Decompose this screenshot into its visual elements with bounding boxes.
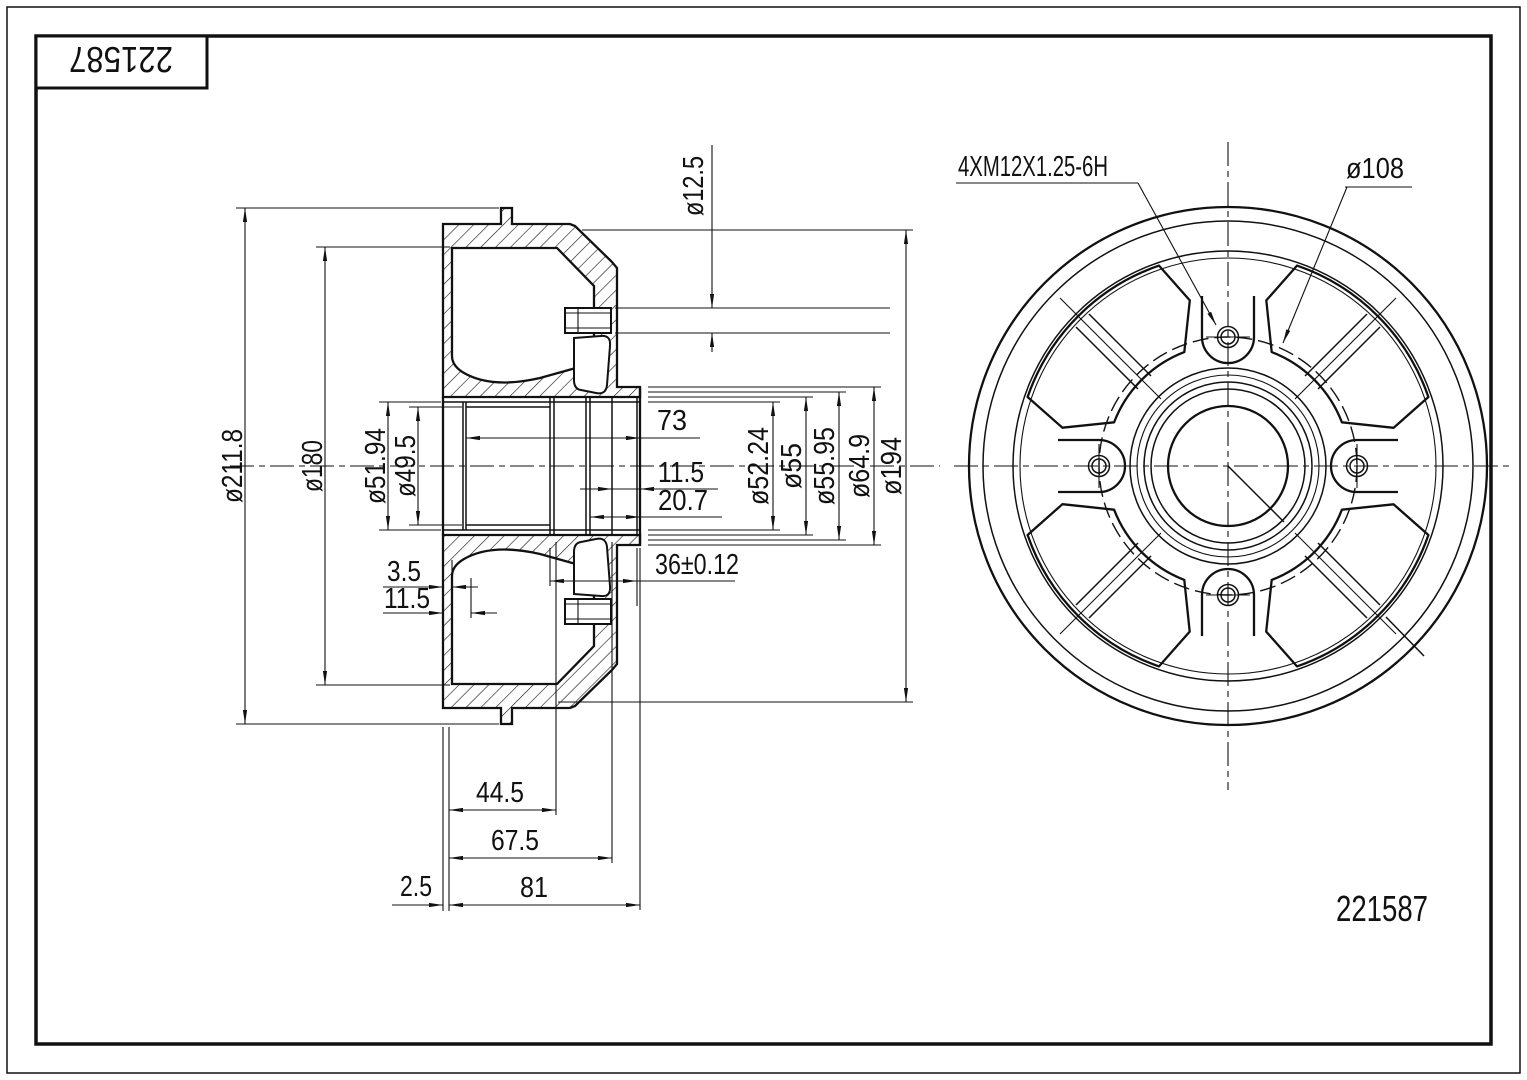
bolt-circle-label: ø108 [1346, 153, 1404, 185]
dim-length-2-5: 2.5 [400, 871, 432, 903]
title-block-number: 221587 [69, 39, 173, 80]
outer-border [6, 6, 1521, 1074]
dim-length-73: 73 [657, 405, 687, 437]
section-top-half [441, 206, 642, 399]
sheet-frame: 221587 221587 [6, 6, 1521, 1074]
flange-pocket-bottom [573, 537, 612, 598]
flange-pocket-top [573, 334, 612, 395]
drum-outer-circles [967, 205, 1489, 727]
rib-edge-1 [1317, 326, 1381, 390]
hub-circles [1129, 367, 1327, 565]
dim-length-81: 81 [520, 872, 548, 904]
dim-diameter-49-5: ø49.5 [390, 435, 422, 497]
stud-hole-slot-top [564, 307, 612, 334]
front-quadrant [1200, 264, 1430, 429]
thread-spec-leader [1137, 182, 1217, 326]
dim-length-11-5: 11.5 [658, 457, 704, 489]
dim-diameter-51-94: ø51.94 [360, 428, 392, 504]
lightening-window [1265, 264, 1430, 429]
section-bottom-half [441, 533, 642, 726]
section-cut-tick [1385, 616, 1425, 657]
stud-hole-slot-bottom [564, 598, 612, 625]
rib-edge-2 [1304, 313, 1368, 377]
dim-length-3-5: 3.5 [387, 556, 421, 588]
section-view: ø211.8 ø180 ø51.94 ø49.5 ø12.5 73 11.5 2… [217, 145, 940, 911]
bolt-boss [1200, 296, 1256, 365]
bolt-circle-leader [1282, 186, 1348, 344]
dim-length-11-5b: 11.5 [384, 583, 430, 615]
dim-length-44-5: 44.5 [476, 777, 524, 809]
diagonal-centerline [1294, 297, 1397, 400]
inner-border [34, 34, 1493, 1046]
bore-lines [443, 396, 640, 536]
title-block-box [34, 34, 209, 90]
dim-diameter-211-8: ø211.8 [217, 429, 249, 503]
dim-diameter-55: ø55 [776, 443, 808, 489]
front-view-labels: 4XM12X1.25-6H ø108 [956, 151, 1412, 344]
front-view: 4XM12X1.25-6H ø108 [954, 142, 1512, 790]
dim-diameter-180: ø180 [297, 440, 329, 492]
dim-diameter-64-9: ø64.9 [844, 434, 876, 498]
dim-length-67-5: 67.5 [491, 825, 539, 857]
dim-diameter-55-95: ø55.95 [809, 427, 841, 505]
dimension-labels: ø211.8 ø180 ø51.94 ø49.5 ø12.5 73 11.5 2… [217, 156, 908, 904]
dim-diameter-12-5: ø12.5 [678, 156, 710, 216]
part-number: 221587 [1336, 888, 1428, 929]
dim-depth-36: 36±0.12 [655, 549, 739, 581]
dimension-lines [242, 145, 909, 908]
dim-diameter-52-24: ø52.24 [743, 427, 775, 505]
dim-diameter-194: ø194 [876, 437, 908, 495]
dim-length-20-7: 20.7 [658, 485, 708, 517]
extension-lines [236, 207, 913, 911]
thread-spec-label: 4XM12X1.25-6H [958, 151, 1108, 183]
hub-radius-tick [1227, 465, 1285, 523]
